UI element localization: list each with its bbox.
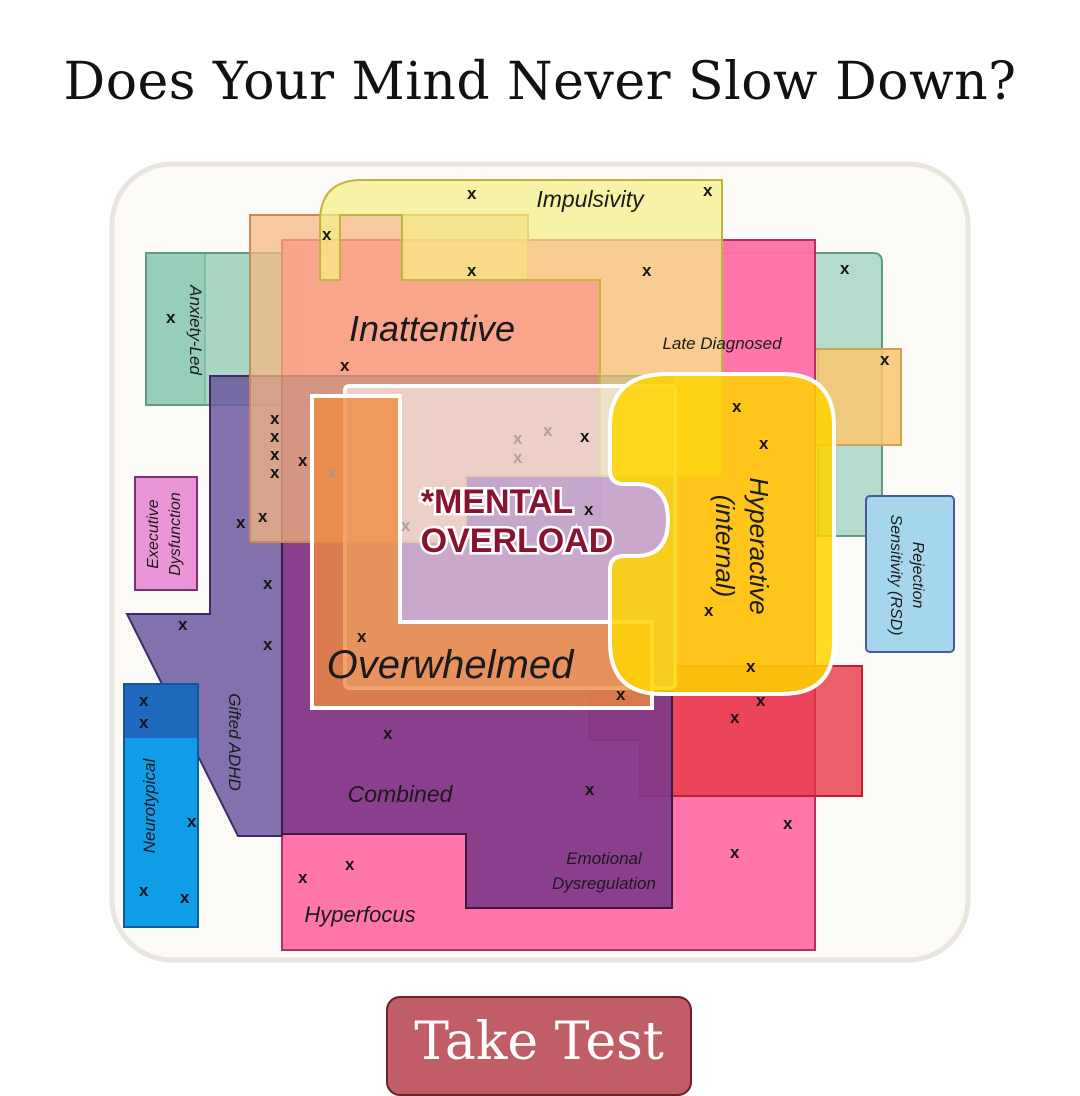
- x-marker: x: [616, 685, 626, 704]
- x-marker: x: [357, 627, 367, 646]
- label-executive-dysfunction-line1: Executive: [145, 499, 162, 568]
- x-marker: x: [139, 881, 149, 900]
- label-overwhelmed: Overwhelmed: [327, 643, 576, 687]
- x-marker: x: [298, 868, 308, 887]
- label-mental-overload-line1: *MENTAL: [421, 483, 573, 521]
- x-marker: x: [732, 397, 742, 416]
- label-combined: Combined: [348, 781, 454, 807]
- label-emotional-dysregulation-line1: Emotional: [566, 849, 643, 868]
- x-marker: x: [263, 635, 273, 654]
- label-gifted-adhd: Gifted ADHD: [225, 693, 244, 791]
- label-hyperactive-line2: (internal): [710, 495, 740, 598]
- label-inattentive: Inattentive: [349, 308, 515, 349]
- x-marker-faded: x: [543, 421, 553, 440]
- x-marker: x: [703, 181, 713, 200]
- label-hyperfocus: Hyperfocus: [304, 902, 415, 927]
- x-markers: x x x x x x x x x x x x x x x x x x x x …: [139, 181, 890, 907]
- x-marker: x: [383, 724, 393, 743]
- x-marker-faded: x: [513, 429, 523, 448]
- region-rejection-sensitivity: [865, 495, 955, 653]
- label-late-diagnosed: Late Diagnosed: [662, 334, 782, 353]
- x-marker: x: [746, 657, 756, 676]
- label-rejection-line1: Rejection: [909, 542, 926, 609]
- x-marker-faded: x: [513, 448, 523, 467]
- x-marker: x: [322, 225, 332, 244]
- label-emotional-dysregulation-line2: Dysregulation: [552, 874, 656, 893]
- x-marker: x: [730, 843, 740, 862]
- region-neurotypical-overlap: [124, 684, 198, 738]
- label-mental-overload-line2: OVERLOAD: [421, 522, 614, 560]
- x-marker: x: [236, 513, 246, 532]
- x-marker: x: [730, 708, 740, 727]
- x-marker: x: [585, 780, 595, 799]
- label-anxiety-led: Anxiety-Led: [186, 284, 205, 375]
- x-marker: x: [187, 812, 197, 831]
- label-neurotypical: Neurotypical: [140, 758, 159, 854]
- x-marker: x: [340, 356, 350, 375]
- take-test-button[interactable]: Take Test: [386, 996, 692, 1096]
- x-marker: x: [345, 855, 355, 874]
- x-marker: x: [756, 691, 766, 710]
- x-marker: x: [263, 574, 273, 593]
- x-marker: x: [166, 308, 176, 327]
- x-marker: x: [258, 507, 268, 526]
- x-marker: x: [783, 814, 793, 833]
- x-marker: x: [759, 434, 769, 453]
- x-marker: x: [580, 427, 590, 446]
- x-marker-faded: x: [401, 516, 411, 535]
- x-marker: x: [180, 888, 190, 907]
- x-marker: x: [642, 261, 652, 280]
- x-marker: x: [467, 261, 477, 280]
- x-marker: x: [584, 500, 594, 519]
- x-marker: x: [270, 409, 280, 428]
- x-marker: x: [178, 615, 188, 634]
- x-marker: x: [139, 691, 149, 710]
- region-hyperactive-internal: [608, 372, 836, 696]
- x-marker: x: [298, 451, 308, 470]
- x-marker: x: [270, 445, 280, 464]
- x-marker-faded: x: [327, 463, 337, 482]
- x-marker: x: [880, 350, 890, 369]
- label-impulsivity: Impulsivity: [536, 186, 645, 212]
- region-executive-dysfunction: [134, 476, 198, 591]
- x-marker: x: [840, 259, 850, 278]
- label-executive-dysfunction-line2: Dysfunction: [167, 492, 184, 576]
- label-rejection-line2: Sensitivity (RSD): [887, 515, 904, 636]
- label-hyperactive-line1: Hyperactive: [744, 477, 774, 614]
- x-marker: x: [139, 713, 149, 732]
- page-title: Does Your Mind Never Slow Down?: [63, 52, 1017, 112]
- x-marker: x: [270, 427, 280, 446]
- x-marker: x: [704, 601, 714, 620]
- x-marker: x: [467, 184, 477, 203]
- x-marker: x: [270, 463, 280, 482]
